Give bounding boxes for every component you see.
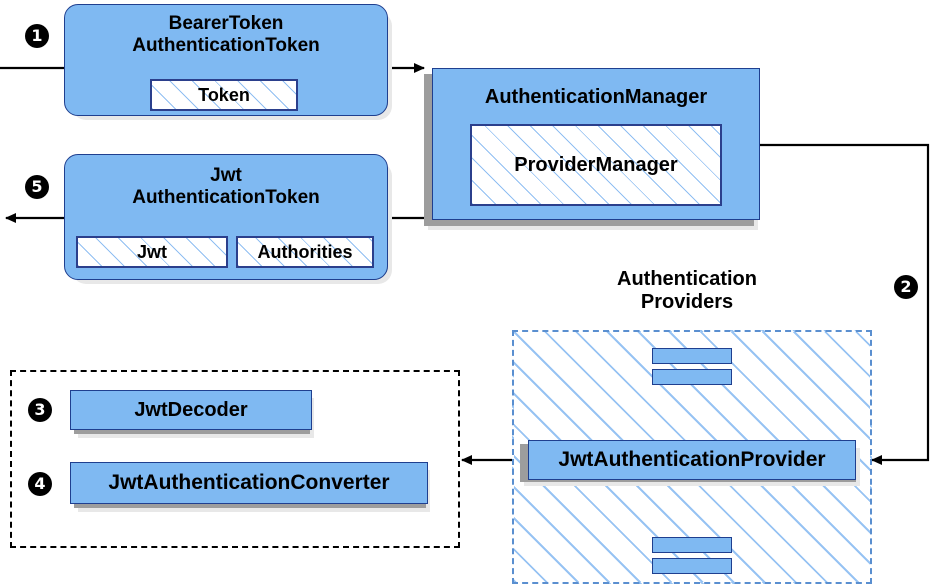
jwt-decoder-box[interactable]: JwtDecoder bbox=[70, 390, 312, 430]
authentication-providers-caption-line2: Providers bbox=[640, 291, 734, 313]
jwt-token-inner-jwt[interactable]: Jwt bbox=[76, 236, 228, 268]
step-marker-4: 4 bbox=[28, 472, 52, 496]
jwt-token-inner-authorities-label: Authorities bbox=[257, 241, 353, 262]
jwt-authentication-converter-box[interactable]: JwtAuthenticationConverter bbox=[70, 462, 428, 504]
jwt-token-inner-jwt-label: Jwt bbox=[136, 241, 167, 262]
step-marker-5: 5 bbox=[25, 175, 49, 199]
bearer-token-inner-token-label: Token bbox=[198, 84, 250, 105]
jwt-token-inner-authorities[interactable]: Authorities bbox=[236, 236, 374, 268]
bearer-token-title-line2: AuthenticationToken bbox=[132, 34, 320, 56]
jwt-token-title-line2: AuthenticationToken bbox=[132, 186, 320, 208]
jwt-token-title-line1: Jwt bbox=[210, 165, 242, 186]
provider-stack-top-bar-2 bbox=[652, 369, 732, 385]
step-marker-2: 2 bbox=[894, 275, 918, 299]
jwt-support-container bbox=[10, 370, 460, 548]
jwt-decoder-label: JwtDecoder bbox=[134, 398, 248, 421]
provider-stack-top-bar-1 bbox=[652, 348, 732, 364]
authentication-manager-inner-provider-manager[interactable]: ProviderManager bbox=[470, 124, 722, 206]
jwt-authentication-converter-label: JwtAuthenticationConverter bbox=[108, 470, 390, 494]
authentication-manager-title: AuthenticationManager bbox=[484, 86, 708, 108]
authentication-providers-caption-line1: Authentication bbox=[617, 268, 757, 290]
step-marker-1: 1 bbox=[25, 24, 49, 48]
authentication-providers-caption: Authentication Providers bbox=[596, 268, 778, 314]
provider-stack-bottom-bar-1 bbox=[652, 537, 732, 553]
jwt-authentication-provider-box[interactable]: JwtAuthenticationProvider bbox=[528, 440, 856, 480]
step-marker-3: 3 bbox=[28, 398, 52, 422]
jwt-authentication-provider-label: JwtAuthenticationProvider bbox=[558, 447, 826, 471]
provider-stack-bottom-bar-2 bbox=[652, 558, 732, 574]
bearer-token-inner-token[interactable]: Token bbox=[150, 79, 298, 111]
provider-manager-label: ProviderManager bbox=[514, 153, 678, 176]
bearer-token-title-line1: BearerToken bbox=[168, 13, 284, 34]
